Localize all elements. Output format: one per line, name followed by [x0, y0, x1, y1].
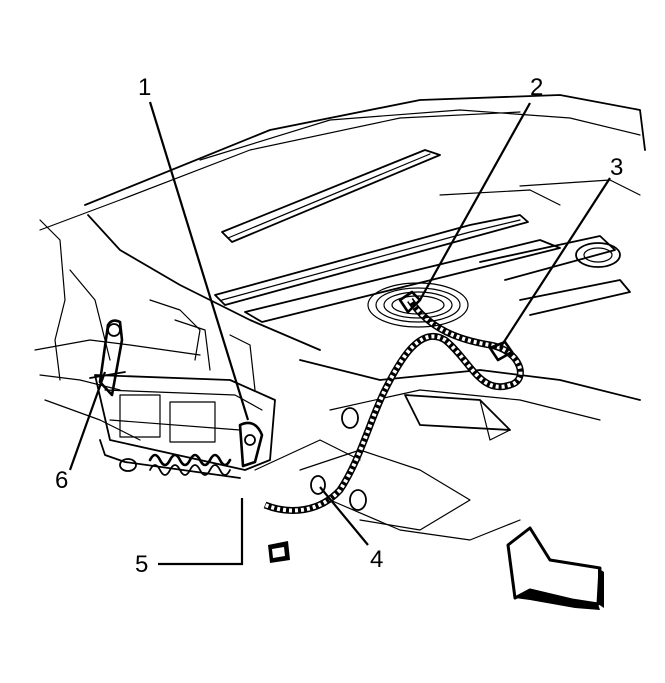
release-lever — [89, 319, 126, 397]
callout-5: 5 — [135, 551, 148, 578]
callout-6: 6 — [55, 467, 68, 494]
cable-clevis — [238, 421, 264, 468]
parking-brake-cable — [263, 297, 524, 514]
leader-6 — [68, 371, 107, 471]
leader-5 — [158, 498, 244, 566]
cable-clip — [488, 340, 514, 362]
callout-2: 2 — [530, 74, 543, 101]
view-direction-arrow-icon — [506, 526, 604, 610]
brake-pedal-bracket — [94, 374, 276, 479]
leader-4 — [319, 486, 369, 546]
leader-3 — [499, 177, 611, 349]
return-spring — [119, 453, 232, 476]
leader-2 — [419, 102, 531, 301]
floor-pan — [34, 94, 646, 541]
leader-1 — [148, 101, 250, 421]
callout-1: 1 — [138, 74, 151, 101]
leader-lines — [68, 101, 611, 566]
callout-3: 3 — [610, 154, 623, 181]
retaining-clip — [268, 541, 290, 563]
callout-4: 4 — [370, 546, 383, 573]
callout-labels: 1 2 3 4 5 6 — [55, 74, 623, 578]
